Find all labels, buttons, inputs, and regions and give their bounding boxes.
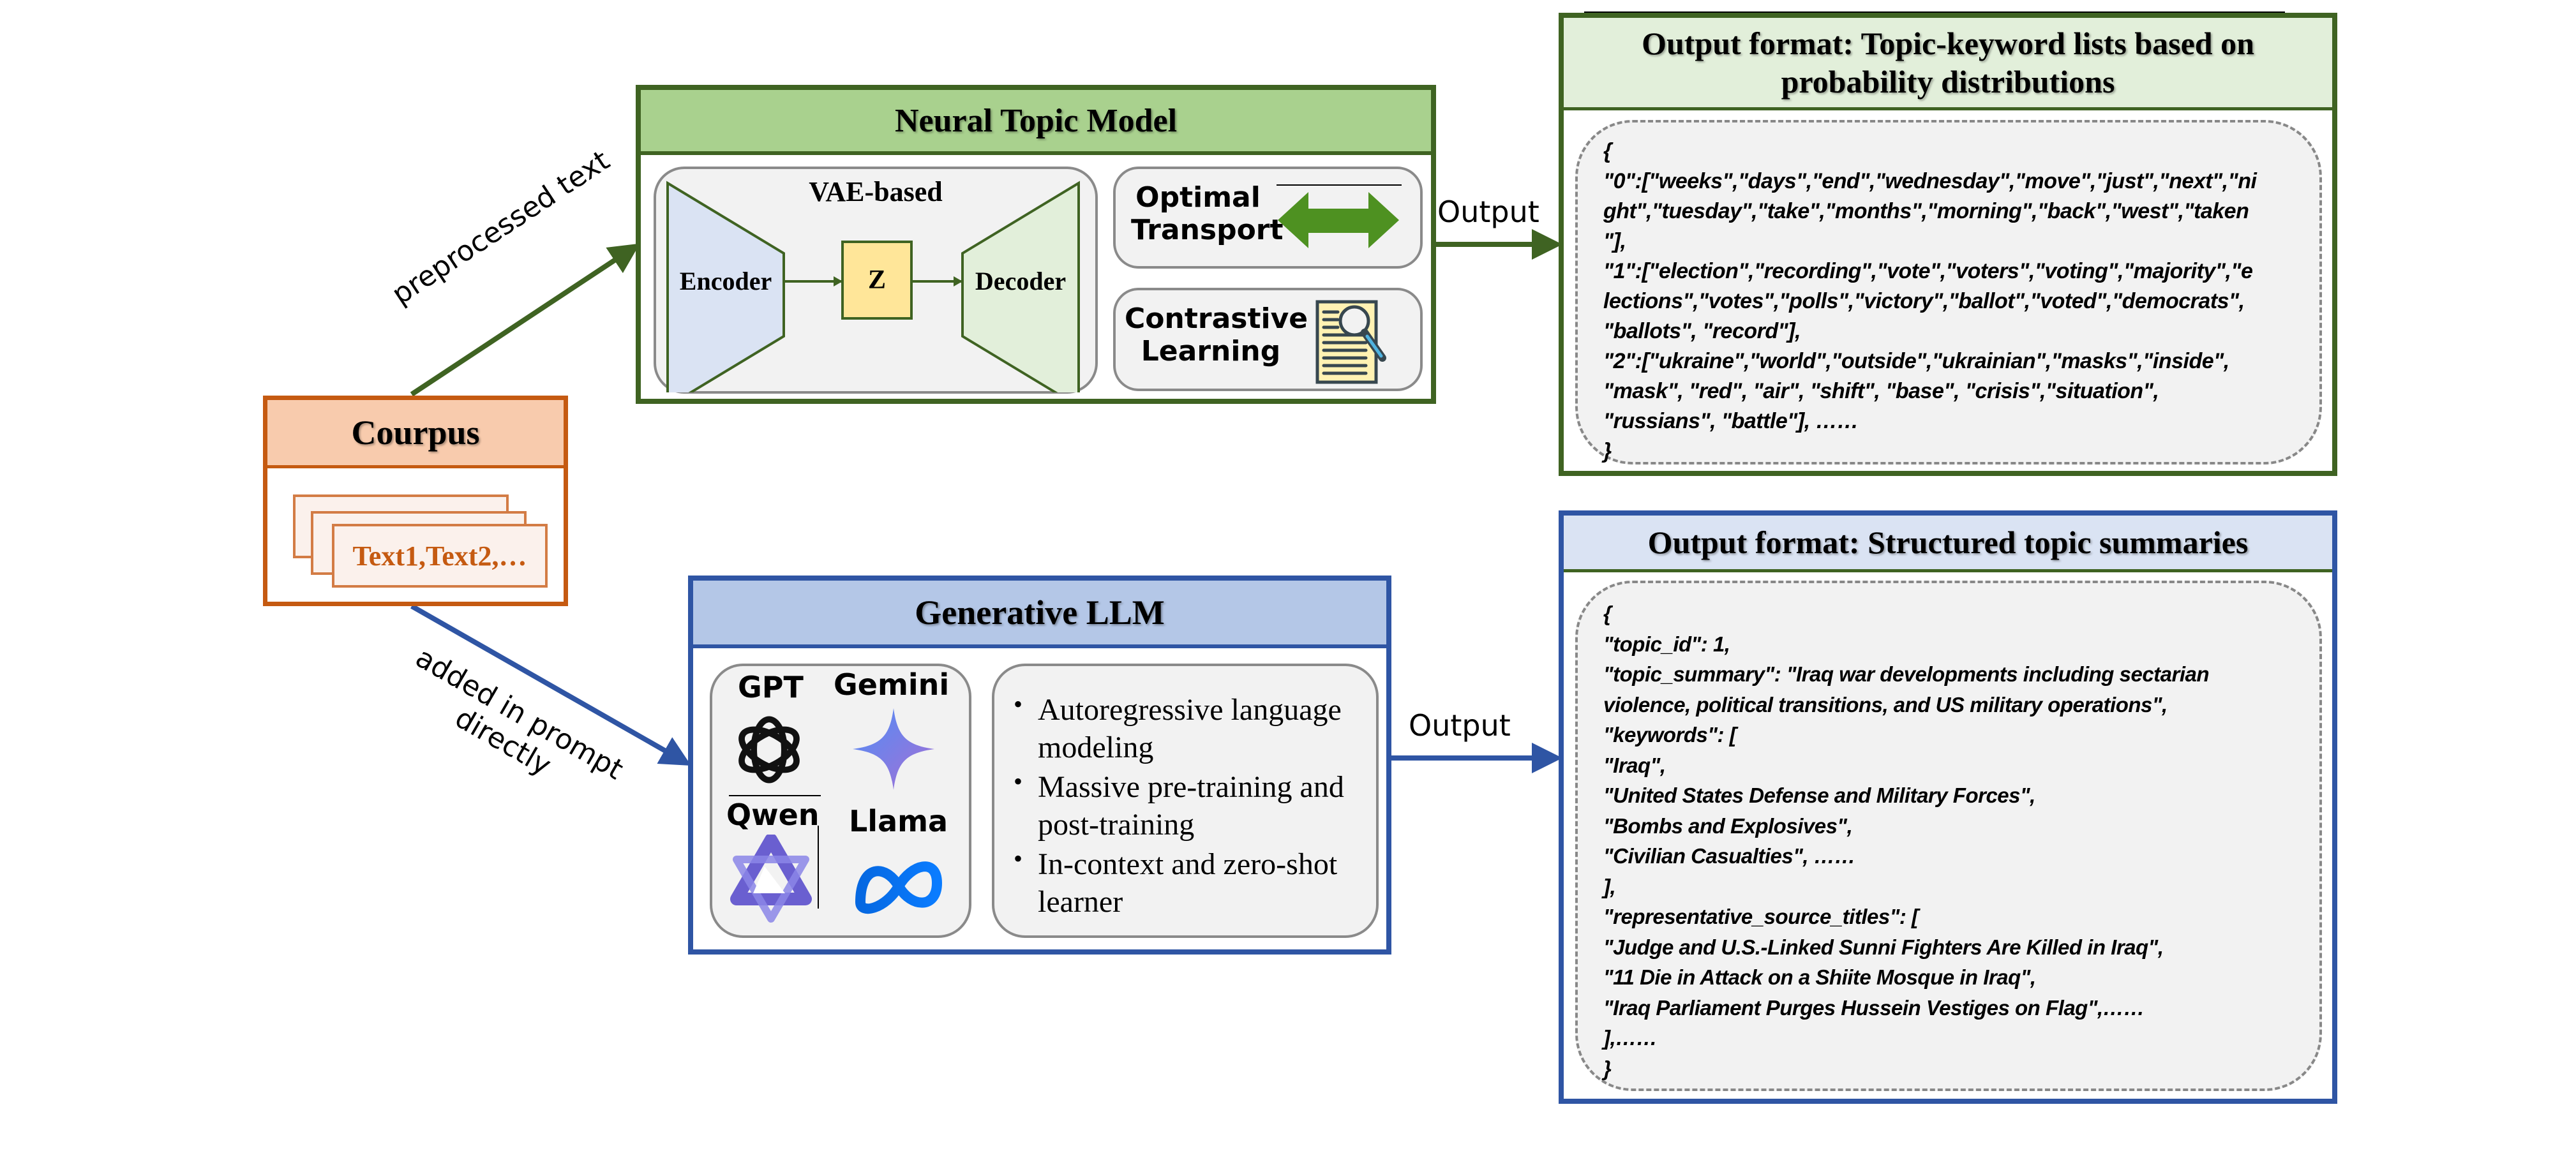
ntm-output-label: Output xyxy=(1437,195,1539,229)
ntm-output-format-box: Output format: Topic-keyword lists based… xyxy=(1559,13,2337,476)
llm-output-format-box: Output format: Structured topic summarie… xyxy=(1559,510,2337,1104)
code-line: "], xyxy=(1603,229,1626,253)
code-line: "Bombs and Explosives", xyxy=(1603,814,1853,838)
llm-models-panel: GPT Gemini Qwen Llama xyxy=(710,664,971,938)
arrow-corpus-to-llm xyxy=(410,604,691,766)
decoder-trapezoid xyxy=(961,181,1080,392)
code-line: "11 Die in Attack on a Shiite Mosque in … xyxy=(1603,965,2036,989)
llm-feature-item: Massive pre-training and post-training xyxy=(1014,766,1363,843)
z-to-decoder-arrowhead xyxy=(954,276,962,286)
code-line: lections","votes","polls","victory","bal… xyxy=(1603,289,2245,313)
code-line: "United States Defense and Military Forc… xyxy=(1603,784,2035,807)
code-line: "topic_summary": "Iraq war developments … xyxy=(1603,662,2210,686)
code-line: ght","tuesday","take","months","morning"… xyxy=(1603,199,2249,223)
arrow-corpus-to-ntm xyxy=(410,243,640,397)
generative-llm-box: Generative LLM GPT Gemini Qwen Llama xyxy=(688,576,1391,955)
contrastive-learning-panel: Contrastive Learning xyxy=(1113,288,1423,391)
llm-features-panel: Autoregressive language modeling Massive… xyxy=(992,664,1379,938)
code-line: { xyxy=(1603,139,1612,163)
code-line: "Iraq", xyxy=(1603,753,1666,777)
llm-output-label: Output xyxy=(1409,708,1511,743)
encoder-to-z-arrowhead xyxy=(834,276,842,286)
model-name-llama: Llama xyxy=(849,804,948,838)
code-line: "keywords": [ xyxy=(1603,723,1737,747)
document-card-label: Text1,Text2,… xyxy=(332,524,548,588)
llm-features-list: Autoregressive language modeling Massive… xyxy=(994,666,1376,921)
double-arrow-icon xyxy=(1277,184,1402,248)
latent-z-box xyxy=(841,241,913,320)
model-name-gemini: Gemini xyxy=(834,667,950,702)
model-name-qwen: Qwen xyxy=(726,798,820,832)
latent-z-label: Z xyxy=(867,265,886,295)
qwen-logo-icon xyxy=(730,835,812,923)
encoder-label: Encoder xyxy=(679,267,772,295)
neural-topic-model-box: Neural Topic Model VAE-based Encoder Z D… xyxy=(636,85,1436,404)
ntm-output-code: { "0":["weeks","days","end","wednesday",… xyxy=(1575,120,2322,464)
code-line: } xyxy=(1603,1056,1612,1080)
vae-panel: VAE-based Encoder Z Decoder xyxy=(654,167,1098,394)
code-line: violence, political transitions, and US … xyxy=(1603,692,2168,717)
code-line: "Judge and U.S.-Linked Sunni Fighters Ar… xyxy=(1603,935,2164,959)
optimal-transport-panel: Optimal Transport xyxy=(1113,167,1423,269)
code-line: "ballots", "record"], xyxy=(1603,319,1801,343)
model-name-gpt: GPT xyxy=(738,670,804,704)
top-rule-line xyxy=(1584,11,2285,13)
llm-output-code: { "topic_id": 1, "topic_summary": "Iraq … xyxy=(1575,581,2322,1091)
encoder-trapezoid xyxy=(666,181,785,392)
optimal-transport-label: Optimal Transport xyxy=(1131,181,1284,246)
llm-feature-item: In-context and zero-shot learner xyxy=(1014,843,1363,921)
llm-output-title: Output format: Structured topic summarie… xyxy=(1564,516,2332,572)
contrastive-learning-line1: Contrastive xyxy=(1125,302,1308,335)
ntm-title: Neural Topic Model xyxy=(641,90,1431,155)
contrastive-learning-line2: Learning xyxy=(1141,334,1281,368)
code-line: "topic_id": 1, xyxy=(1603,632,1730,656)
code-line: ], xyxy=(1603,874,1616,898)
code-line: "russians", "battle"], …… xyxy=(1603,409,1859,433)
decoder-label: Decoder xyxy=(975,267,1067,295)
ntm-output-title: Output format: Topic-keyword lists based… xyxy=(1564,18,2332,110)
contrastive-learning-label: Contrastive Learning xyxy=(1125,302,1308,368)
code-line: "1":["election","recording","vote","vote… xyxy=(1603,259,2253,283)
code-line: "Civilian Casualties", …… xyxy=(1603,844,1855,868)
code-line: "representative_source_titles": [ xyxy=(1603,905,1919,928)
code-line: "2":["ukraine","world","outside","ukrain… xyxy=(1603,349,2229,373)
llm-feature-item: Autoregressive language modeling xyxy=(1014,689,1363,766)
code-line: "0":["weeks","days","end","wednesday","m… xyxy=(1603,169,2257,193)
vae-title: VAE-based xyxy=(809,176,943,207)
openai-logo-icon xyxy=(738,716,800,784)
models-divider-v xyxy=(818,826,819,909)
llm-title: Generative LLM xyxy=(693,581,1386,648)
document-search-icon xyxy=(1315,300,1386,384)
code-line: "Iraq Parliament Purges Hussein Vestiges… xyxy=(1603,995,2145,1020)
vae-diagram xyxy=(666,181,1080,392)
code-line: } xyxy=(1603,439,1612,463)
code-line: { xyxy=(1603,602,1612,625)
optimal-transport-line2: Transport xyxy=(1131,213,1284,246)
models-divider-h xyxy=(729,795,821,796)
optimal-transport-line1: Optimal xyxy=(1135,181,1261,214)
gemini-sparkle-icon xyxy=(853,708,934,790)
corpus-box: Courpus Text1,Text2,… xyxy=(263,396,568,606)
code-line: "mask", "red", "air", "shift", "base", "… xyxy=(1603,379,2159,403)
meta-infinity-icon xyxy=(855,861,942,914)
code-line: ],…… xyxy=(1603,1026,1658,1050)
corpus-title: Courpus xyxy=(267,400,564,468)
